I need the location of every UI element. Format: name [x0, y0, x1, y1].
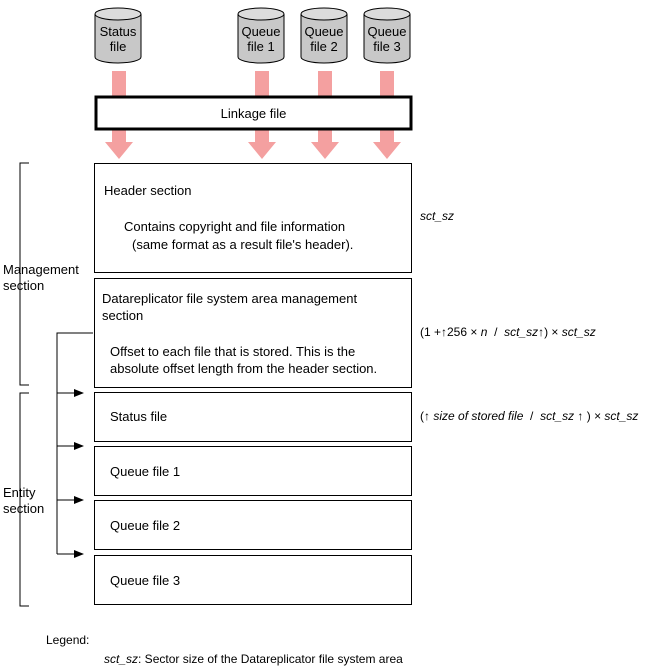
linkage-file-bar: [94, 95, 413, 131]
entity-queue-file-3-box: Queue file 3: [94, 555, 412, 605]
entity-section-label-line2: section: [3, 501, 45, 516]
entity-section-label-line1: Entity: [3, 485, 36, 500]
area-management-section-box: Datareplicator file system area manageme…: [94, 278, 412, 388]
entity-queue-file-3-label: Queue file 3: [110, 573, 181, 588]
header-section-box: Header section Contains copyright and fi…: [94, 163, 412, 273]
entity-status-file-label: Status file: [110, 409, 168, 424]
legend-definition: sct_sz: Sector size of the Datareplicato…: [104, 651, 403, 668]
legend-definition-text: : Sector size of the Datareplicator file…: [138, 652, 403, 666]
entity-queue-file-1-box: Queue file 1: [94, 446, 412, 496]
area-management-title-line2: section: [102, 308, 144, 323]
header-section-body-line1: Contains copyright and file information: [124, 219, 346, 234]
status-file-cylinder: [94, 7, 142, 64]
entity-queue-file-2-box: Queue file 2: [94, 500, 412, 550]
management-size-formula: (1 +↑256 × n / sct_sz↑) × sct_sz: [420, 325, 596, 339]
management-section-label-line2: section: [3, 278, 45, 293]
header-section-title: Header section: [104, 183, 192, 198]
management-bracket: [19, 162, 29, 386]
queue-file-2-cylinder: [300, 7, 348, 64]
header-section-body-line2: (same format as a result file's header).: [132, 237, 354, 252]
area-management-title-line1: Datareplicator file system area manageme…: [102, 291, 358, 306]
linkage-file-label: Linkage file: [220, 106, 287, 121]
entity-queue-file-2-label: Queue file 2: [110, 518, 181, 533]
area-management-body-line1: Offset to each file that is stored. This…: [110, 344, 356, 359]
offset-pointers: [56, 332, 93, 558]
header-size-formula: sct_sz: [420, 209, 455, 223]
queue-file-3-cylinder: [363, 7, 411, 64]
legend-title: Legend:: [46, 633, 90, 647]
entity-status-file-box: Status file: [94, 392, 412, 442]
entity-size-formula: (↑ size of stored file / sct_sz ↑ ) × sc…: [420, 409, 639, 423]
management-section-label-line1: Management: [3, 262, 79, 277]
legend-term: sct_sz: [104, 652, 139, 666]
area-management-body-line2: absolute offset length from the header s…: [110, 361, 378, 376]
entity-queue-file-1-label: Queue file 1: [110, 464, 181, 479]
entity-bracket: [19, 392, 29, 607]
queue-file-1-cylinder: [237, 7, 285, 64]
